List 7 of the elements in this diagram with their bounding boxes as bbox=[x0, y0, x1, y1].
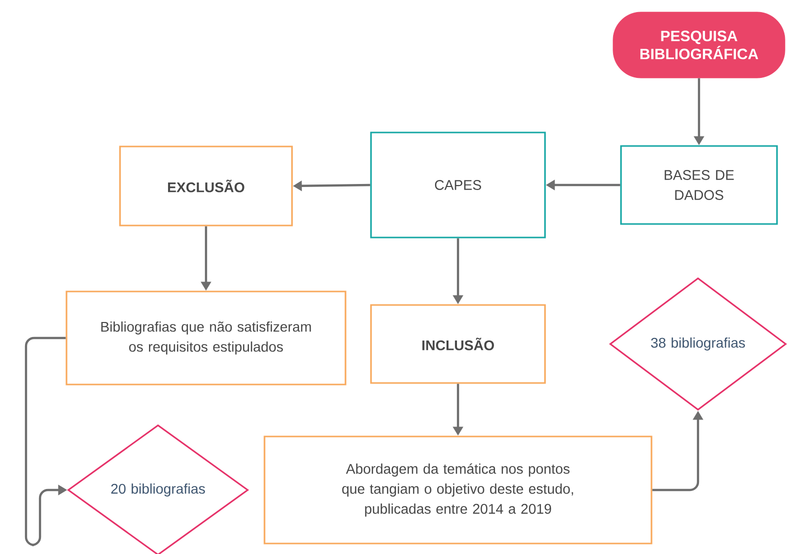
process-box: EXCLUSÃO bbox=[119, 146, 293, 226]
process-box: Abordagem da temática nos pontos que tangiam o objetivo deste estudo, publicadas entre 2014 a 2019 bbox=[264, 436, 652, 544]
process-box: BASES DE DADOS bbox=[620, 145, 778, 225]
process-box: CAPES bbox=[370, 132, 546, 238]
start-pill: PESQUISA BIBLIOGRÁFICA bbox=[612, 12, 786, 78]
process-box: INCLUSÃO bbox=[370, 304, 546, 384]
process-box: Bibliografias que não satisfizeram os requisitos estipulados bbox=[66, 290, 346, 386]
